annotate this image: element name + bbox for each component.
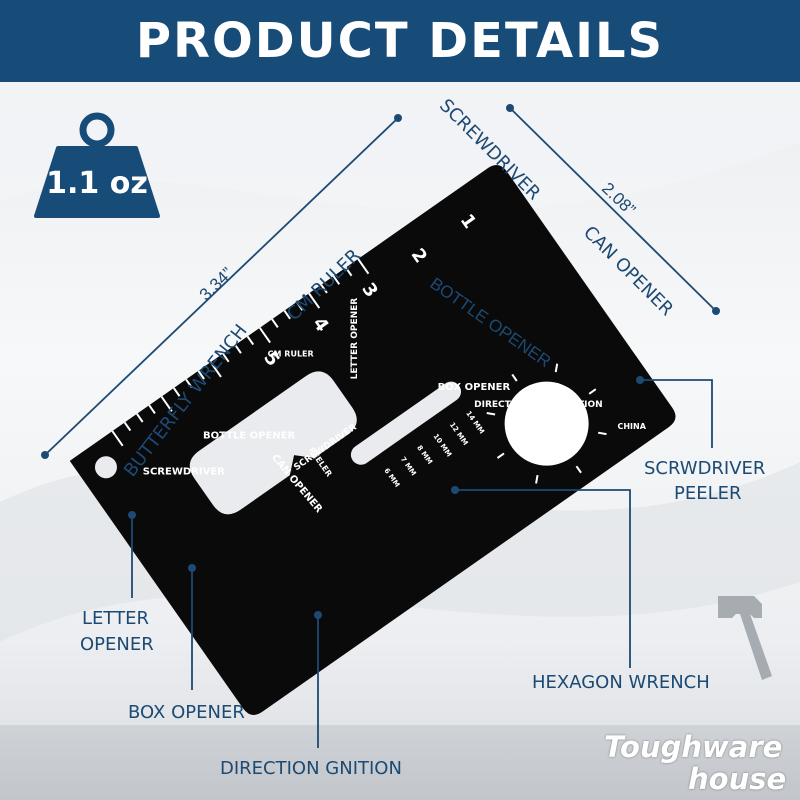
scrwdriver-peeler-label-1: SCRWDRIVER [644, 458, 766, 479]
box-opener-label: BOX OPENER [128, 702, 245, 723]
engraved-bottle-opener: BOTTLE OPENER [203, 430, 296, 441]
letter-opener-label-1: LETTER [82, 608, 149, 629]
direction-gnition-label: DIRECTION GNITION [220, 758, 402, 779]
engraved-screwdriver: SCREWDRIVER [143, 466, 225, 477]
engraved-direction-recognition: DIRECTION RECOGNITION [474, 400, 603, 410]
engraved-letter-opener: LETTER OPENER [350, 298, 360, 380]
scrwdriver-peeler-label-2: PEELER [674, 483, 742, 504]
brand-logo: Toughware house [600, 728, 790, 798]
letter-opener-label-2: OPENER [80, 634, 154, 655]
page-title: PRODUCT DETAILS [135, 13, 665, 69]
brand-line-2: house [688, 762, 787, 796]
hammer-icon [718, 596, 772, 680]
engraved-china: CHINA [617, 422, 646, 431]
hexagon-wrench-label: HEXAGON WRENCH [532, 672, 710, 693]
brand-line-1: Toughware [604, 730, 783, 764]
bottom-band [0, 725, 800, 800]
engraved-box-opener: BOX OPENER [438, 382, 511, 393]
header-banner: PRODUCT DETAILS [0, 0, 800, 82]
engraved-cm-ruler: CM RULER [268, 349, 314, 358]
hang-hole [94, 456, 117, 479]
compass-window [504, 381, 589, 466]
